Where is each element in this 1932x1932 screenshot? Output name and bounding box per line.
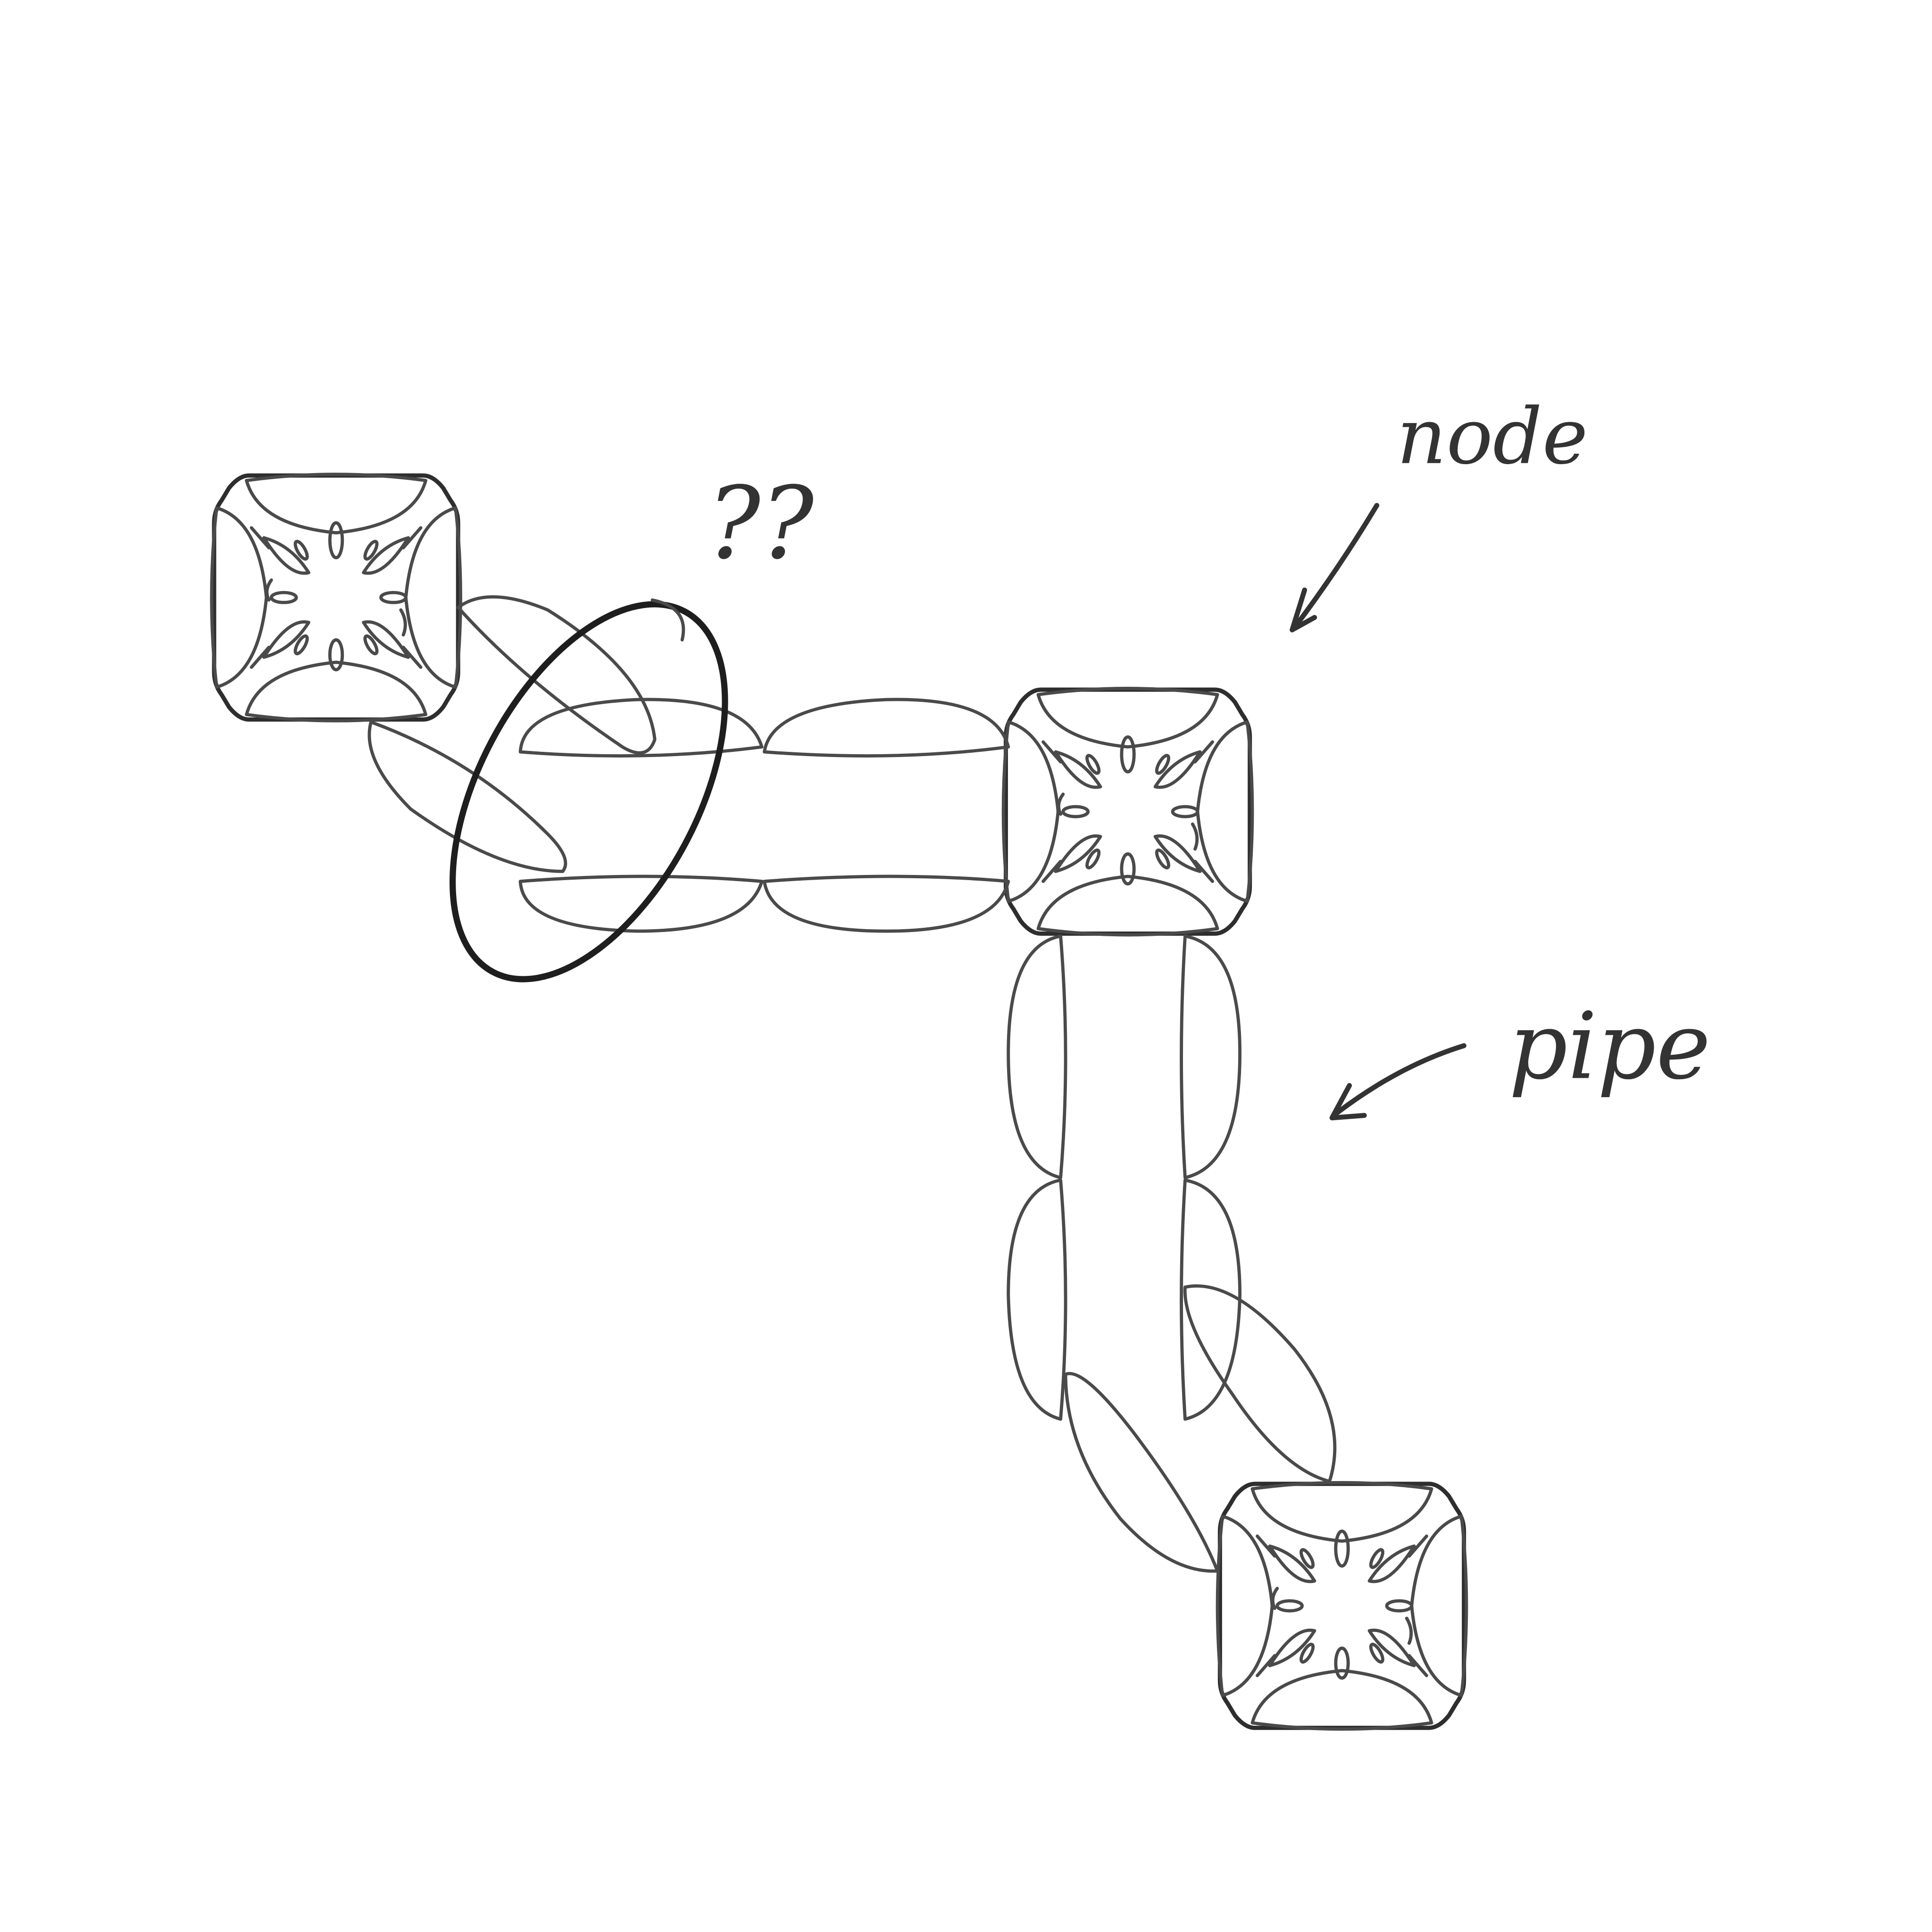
arrow-to-node	[1292, 506, 1376, 630]
node-bottom-right	[1217, 1482, 1466, 1729]
pipe-horizontal	[520, 700, 1008, 931]
label-pipe: pipe	[1509, 993, 1711, 1100]
pipe-diagonal-bottom	[1066, 1286, 1335, 1571]
arrow-to-pipe	[1332, 1046, 1464, 1118]
pipe-vertical	[1008, 936, 1240, 1419]
node-top-left	[212, 475, 461, 721]
svg-text:node: node	[1397, 391, 1588, 482]
node-center	[1003, 688, 1252, 935]
svg-text:pipe: pipe	[1509, 993, 1711, 1100]
label-question: ??	[707, 465, 815, 581]
label-node: node	[1397, 391, 1588, 482]
question-ring	[396, 560, 782, 1023]
svg-text:??: ??	[707, 465, 815, 581]
